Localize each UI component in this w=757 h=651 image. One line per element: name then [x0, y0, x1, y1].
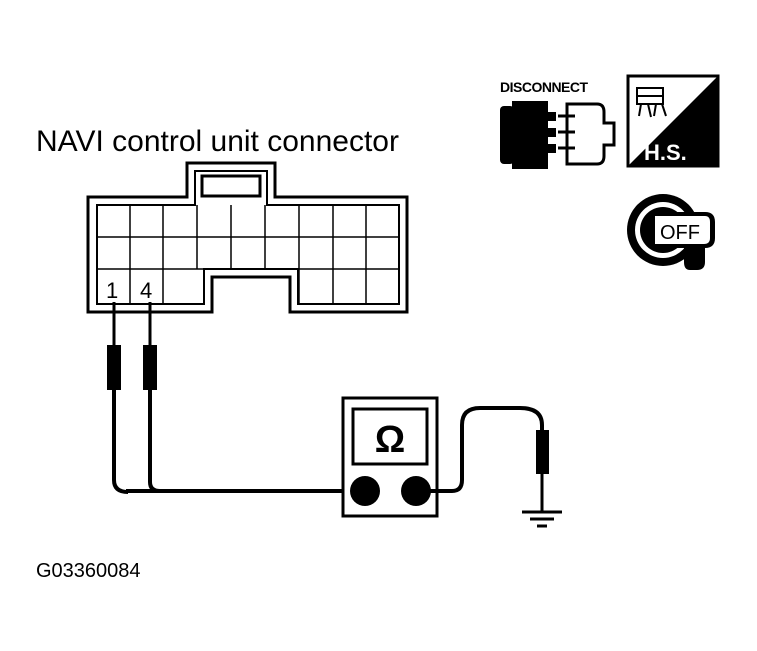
hs-label: H.S. — [644, 140, 687, 165]
figure-code: G03360084 — [36, 560, 141, 582]
pin-label-4: 4 — [140, 278, 152, 303]
ground-lead — [430, 406, 549, 512]
probe-lead-pin-4 — [143, 302, 161, 493]
ohmmeter — [341, 396, 439, 518]
off-label: OFF — [660, 222, 700, 244]
disconnect-icon: DISCONNECT — [500, 79, 616, 169]
ohm-symbol: Ω — [375, 419, 405, 461]
probe-lead-pin-1 — [107, 302, 129, 494]
navi-connector — [86, 161, 409, 314]
connector-title: NAVI control unit connector — [36, 125, 399, 158]
ground-symbol-icon — [522, 510, 562, 528]
ignition-key-off-icon: OFF — [627, 194, 715, 270]
disconnect-label: DISCONNECT — [500, 79, 589, 95]
harness-connector-icon: H.S. — [626, 74, 720, 168]
pin-label-1: 1 — [106, 278, 118, 303]
